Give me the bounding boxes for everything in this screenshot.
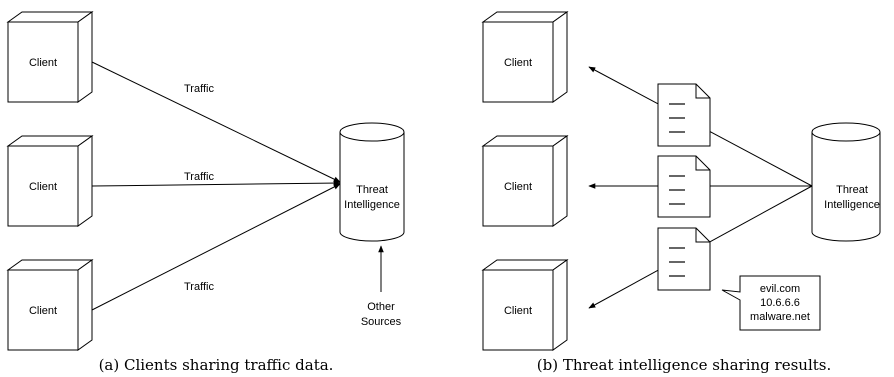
database-label-a-line2: Intelligence — [344, 199, 400, 211]
client-label-a1: Client — [29, 57, 57, 69]
caption-a: (a) Clients sharing traffic data. — [99, 356, 334, 374]
traffic-label-a1: Traffic — [184, 83, 214, 95]
other-sources-label-line2: Sources — [361, 316, 402, 328]
traffic-arrow-a1 — [91, 61, 341, 183]
document-icon-2 — [657, 155, 711, 218]
client-box-a2: Client — [6, 135, 94, 227]
client-label-b2: Client — [504, 181, 532, 193]
client-box-b2: Client — [481, 135, 569, 227]
other-sources-label-line1: Other — [367, 301, 395, 313]
indicator-ip: 10.6.6.6 — [760, 297, 800, 309]
database-label-b-line1: Threat — [836, 184, 868, 196]
client-box-b1: Client — [481, 11, 569, 103]
client-label-b3: Client — [504, 305, 532, 317]
client-box-a1: Client — [6, 11, 94, 103]
threat-intel-database-a: Threat Intelligence — [339, 122, 405, 242]
database-label-b-line2: Intelligence — [824, 199, 880, 211]
traffic-label-a2: Traffic — [184, 171, 214, 183]
traffic-arrow-a2 — [91, 180, 341, 187]
client-label-a3: Client — [29, 305, 57, 317]
indicator-domain-evil: evil.com — [760, 283, 800, 295]
caption-b: (b) Threat intelligence sharing results. — [537, 356, 831, 374]
client-label-a2: Client — [29, 181, 57, 193]
panel-b: Client Client Client Threat Intelligence — [481, 11, 881, 374]
threat-intel-database-b: Threat Intelligence — [811, 122, 881, 242]
document-icon-1 — [657, 83, 711, 147]
client-box-b3: Client — [481, 259, 569, 351]
indicator-domain-malware: malware.net — [750, 311, 810, 323]
indicator-callout: evil.com 10.6.6.6 malware.net — [721, 275, 821, 331]
traffic-arrow-a3 — [91, 183, 341, 311]
document-icon-3 — [657, 227, 711, 291]
database-label-a-line1: Threat — [356, 184, 388, 196]
panel-a: Client Client Client Traffic Traffic Tra… — [6, 11, 405, 374]
client-label-b1: Client — [504, 57, 532, 69]
traffic-label-a3: Traffic — [184, 281, 214, 293]
client-box-a3: Client — [6, 259, 94, 351]
